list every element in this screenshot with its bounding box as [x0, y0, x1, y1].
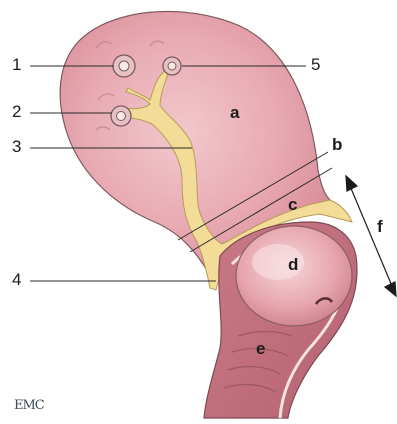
- ring-5: [163, 57, 181, 75]
- publisher-watermark: EMC: [14, 398, 44, 413]
- label-b: b: [332, 136, 342, 153]
- label-a: a: [230, 104, 239, 121]
- ring-1: [113, 55, 135, 77]
- label-e: e: [256, 340, 265, 357]
- label-4: 4: [12, 271, 21, 288]
- label-d: d: [288, 256, 298, 273]
- label-f: f: [377, 218, 383, 235]
- ring-2: [111, 106, 131, 126]
- label-2: 2: [12, 103, 21, 120]
- label-5: 5: [311, 56, 320, 73]
- label-c: c: [288, 196, 297, 213]
- label-3: 3: [12, 138, 21, 155]
- label-1: 1: [12, 56, 21, 73]
